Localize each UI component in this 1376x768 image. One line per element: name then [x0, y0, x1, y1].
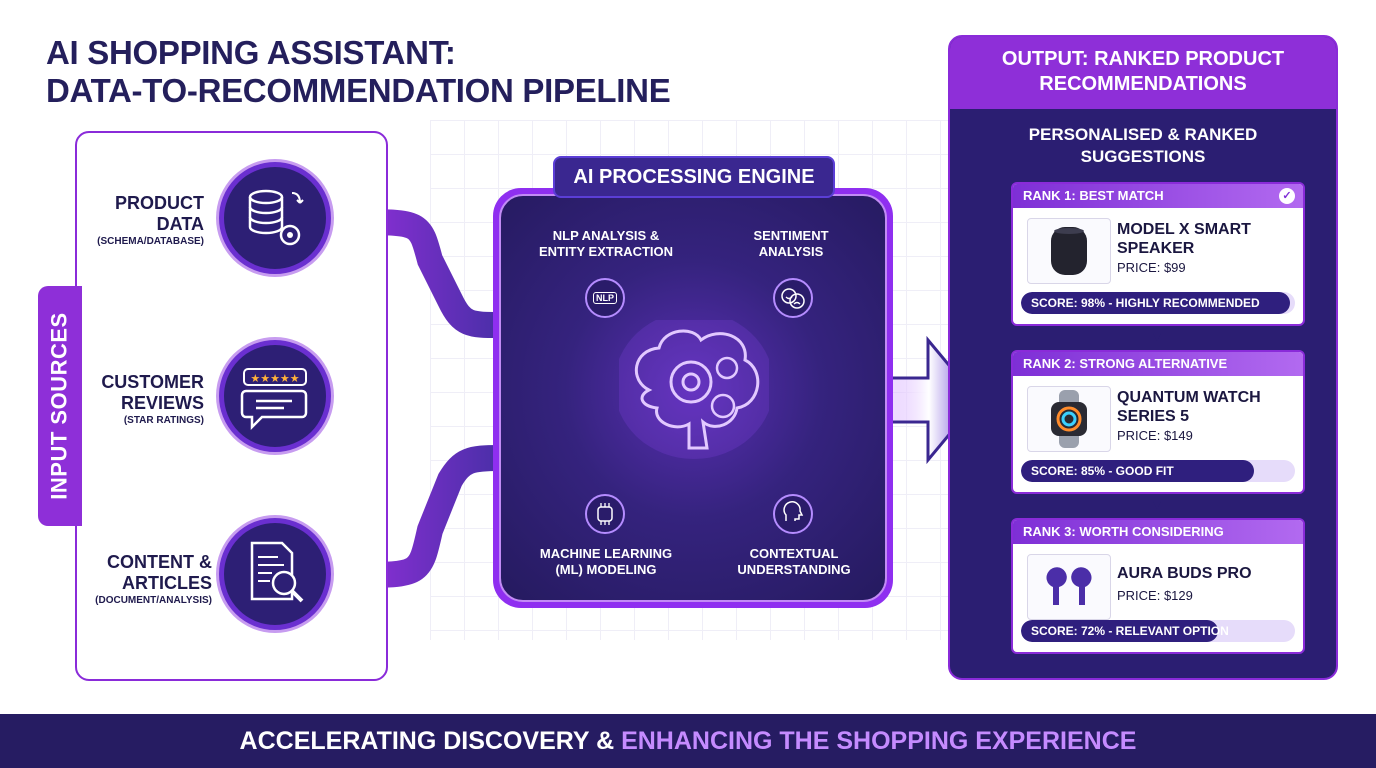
context-label: CONTEXTUAL UNDERSTANDING	[737, 546, 851, 577]
rank-label: RANK 3: WORTH CONSIDERING	[1013, 520, 1303, 544]
score-text: SCORE: 85% - GOOD FIT	[1031, 464, 1174, 478]
earbuds-icon	[1027, 554, 1111, 620]
review-stars-icon: ★★★★★	[219, 340, 331, 452]
recommendation-card-3[interactable]: RANK 3: WORTH CONSIDERING AURA BUDS PRO …	[1011, 518, 1305, 654]
product-price: PRICE: $129	[1117, 588, 1193, 603]
output-header: OUTPUT: RANKED PRODUCT RECOMMENDATIONS	[950, 37, 1336, 109]
source-reviews-label: CUSTOMER REVIEWS (STAR RATINGS)	[101, 372, 204, 426]
score-bar: SCORE: 85% - GOOD FIT	[1021, 460, 1295, 482]
footer-text-white: ACCELERATING DISCOVERY &	[239, 726, 615, 755]
context-head-icon	[773, 494, 813, 534]
output-subtitle: PERSONALISED & RANKED SUGGESTIONS	[1028, 125, 1258, 166]
check-icon: ✓	[1279, 188, 1295, 204]
sentiment-label: SENTIMENT ANALYSIS	[753, 228, 829, 259]
ml-chip-icon	[585, 494, 625, 534]
title-line-2: DATA-TO-RECOMMENDATION PIPELINE	[46, 72, 671, 109]
database-gear-icon	[219, 162, 331, 274]
down-arrow-icon: ▼	[1150, 496, 1164, 512]
score-fill	[1021, 292, 1290, 314]
down-arrow-icon: ▼	[1150, 328, 1164, 344]
input-sources-tab: INPUT SOURCES	[38, 286, 82, 526]
engine-label: AI PROCESSING ENGINE	[553, 156, 835, 198]
sentiment-faces-icon	[773, 278, 813, 318]
footer-text-accent: ENHANCING THE SHOPPING EXPERIENCE	[621, 726, 1137, 755]
rank-label: RANK 1: BEST MATCH✓	[1013, 184, 1303, 208]
title-line-1: AI SHOPPING ASSISTANT:	[46, 34, 456, 71]
page-title: AI SHOPPING ASSISTANT: DATA-TO-RECOMMEND…	[46, 34, 671, 110]
recommendation-card-2[interactable]: RANK 2: STRONG ALTERNATIVE QUANTUM WATCH…	[1011, 350, 1305, 494]
footer-banner: ACCELERATING DISCOVERY & ENHANCING THE S…	[0, 714, 1376, 768]
brain-gears-icon	[614, 311, 774, 460]
product-price: PRICE: $99	[1117, 260, 1186, 275]
score-fill	[1021, 620, 1219, 642]
ai-processing-engine: NLP ANALYSIS & ENTITY EXTRACTION SENTIME…	[493, 188, 893, 608]
smartwatch-icon	[1027, 386, 1111, 452]
svg-text:★★★★★: ★★★★★	[250, 372, 299, 385]
score-bar: SCORE: 98% - HIGHLY RECOMMENDED	[1021, 292, 1295, 314]
engine-core: NLP ANALYSIS & ENTITY EXTRACTION SENTIME…	[499, 194, 887, 602]
ml-label: MACHINE LEARNING (ML) MODELING	[539, 546, 673, 577]
score-text: SCORE: 98% - HIGHLY RECOMMENDED	[1031, 296, 1260, 310]
nlp-label: NLP ANALYSIS & ENTITY EXTRACTION	[538, 228, 674, 259]
document-search-icon	[219, 518, 331, 630]
product-price: PRICE: $149	[1117, 428, 1193, 443]
source-content-label: CONTENT & ARTICLES (DOCUMENT/ANALYSIS)	[95, 552, 212, 606]
source-product-label: PRODUCT DATA (SCHEMA/DATABASE)	[97, 193, 204, 247]
rank-label: RANK 2: STRONG ALTERNATIVE	[1013, 352, 1303, 376]
score-bar: SCORE: 72% - RELEVANT OPTION	[1021, 620, 1295, 642]
smart-speaker-icon	[1027, 218, 1111, 284]
product-name: AURA BUDS PRO	[1117, 565, 1252, 582]
score-text: SCORE: 72% - RELEVANT OPTION	[1031, 624, 1229, 638]
nlp-icon: NLP	[585, 278, 625, 318]
score-fill	[1021, 460, 1254, 482]
